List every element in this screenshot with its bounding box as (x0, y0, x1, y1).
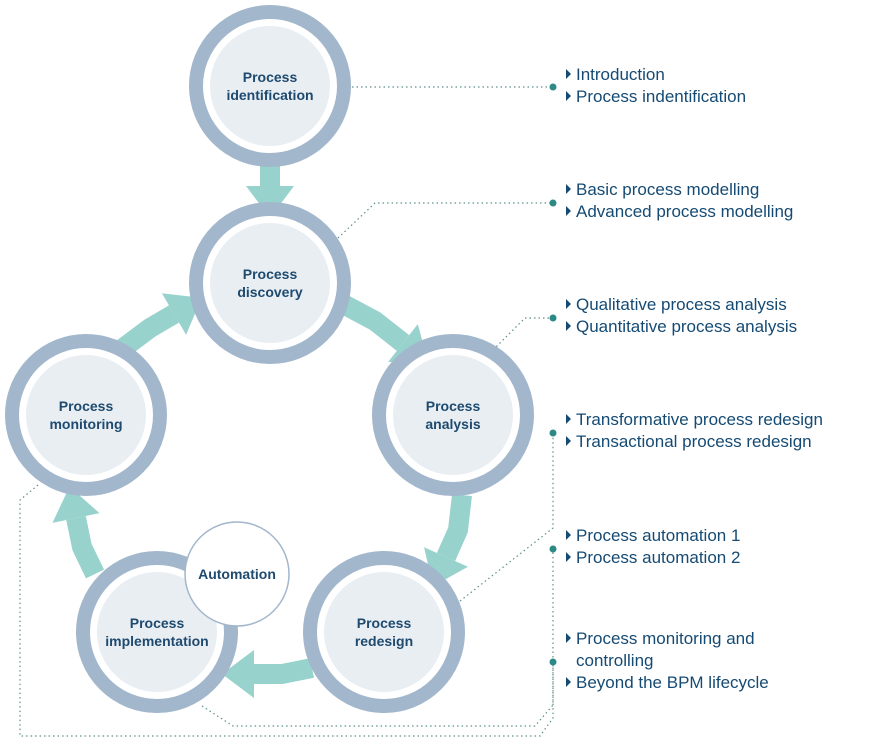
automation-label: Automation (198, 566, 276, 582)
arrow-monitoring-to-discovery (116, 293, 202, 357)
topic-item: Transactional process redesign (576, 432, 812, 451)
bullet-triangle-icon (566, 321, 571, 331)
node-label: discovery (237, 284, 303, 300)
bullet-triangle-icon (566, 677, 571, 687)
topic-item: Transformative process redesign (576, 410, 823, 429)
bullet-triangle-icon (566, 633, 571, 643)
automation-node: Automation (184, 521, 290, 627)
topic-list-analysis: Qualitative process analysisQuantitative… (566, 295, 797, 336)
node-label: Process (243, 69, 298, 85)
connector-analysis (489, 317, 553, 354)
node-inner (393, 355, 513, 475)
node-label: Process (130, 615, 185, 631)
connector-dot (549, 199, 557, 207)
node-redesign: Process redesign (303, 551, 465, 713)
node-inner (97, 572, 217, 692)
connector-dot (549, 658, 557, 666)
topic-item: Process automation 2 (576, 548, 740, 567)
bullet-triangle-icon (566, 299, 571, 309)
node-label: Process (426, 398, 481, 414)
topic-item: Introduction (576, 65, 665, 84)
node-identification: Process identification (189, 5, 351, 167)
topic-item: Basic process modelling (576, 180, 759, 199)
topic-list-monitoring: Process monitoring and controllingBeyond … (566, 629, 769, 692)
node-label: Process (243, 266, 298, 282)
bullet-triangle-icon (566, 69, 571, 79)
topic-item: Advanced process modelling (576, 202, 793, 221)
topic-item: Qualitative process analysis (576, 295, 787, 314)
connector-discovery (337, 202, 553, 239)
node-analysis: Process analysis (372, 334, 534, 496)
topic-item: Beyond the BPM lifecycle (576, 673, 769, 692)
bullet-triangle-icon (566, 530, 571, 540)
connector-implementation (201, 549, 554, 727)
connector-monitoring (19, 484, 554, 737)
node-label: implementation (105, 633, 208, 649)
bullet-triangle-icon (566, 552, 571, 562)
node-label: monitoring (49, 416, 122, 432)
arrow-redesign-to-implementation (222, 650, 314, 698)
node-discovery: Process discovery (189, 202, 351, 364)
bullet-triangle-icon (566, 91, 571, 101)
node-inner (210, 223, 330, 343)
connector-dot (549, 83, 557, 91)
topic-list-implementation: Process automation 1 Process automation 2 (566, 526, 740, 567)
topic-list-redesign: Transformative process redesignTransacti… (566, 410, 823, 451)
bullet-triangle-icon (566, 184, 571, 194)
bullet-triangle-icon (566, 414, 571, 424)
connector-dot (549, 429, 557, 437)
connector-dot (549, 314, 557, 322)
topic-item: Quantitative process analysis (576, 317, 797, 336)
connector-dot (549, 545, 557, 553)
topic-item: Process monitoring and (576, 629, 755, 648)
node-label: Process (59, 398, 114, 414)
lifecycle-nodes: ProcessidentificationProcessdiscoveryPro… (5, 5, 534, 713)
connector-lines (19, 83, 557, 737)
node-label: identification (226, 87, 313, 103)
node-label: redesign (355, 633, 413, 649)
topic-item: Process automation 1 (576, 526, 740, 545)
node-inner (324, 572, 444, 692)
automation-ring (184, 521, 290, 627)
bullet-triangle-icon (566, 206, 571, 216)
connector-redesign (459, 433, 554, 602)
node-label: Process (357, 615, 412, 631)
node-label: analysis (425, 416, 480, 432)
topic-item: controlling (576, 651, 654, 670)
node-inner (26, 355, 146, 475)
cycle-arrows (52, 150, 472, 698)
arrow-implementation-to-monitoring (52, 486, 105, 579)
node-monitoring: Process monitoring (5, 334, 167, 496)
topic-item: Process indentification (576, 87, 746, 106)
node-inner (210, 26, 330, 146)
bullet-triangle-icon (566, 436, 571, 446)
